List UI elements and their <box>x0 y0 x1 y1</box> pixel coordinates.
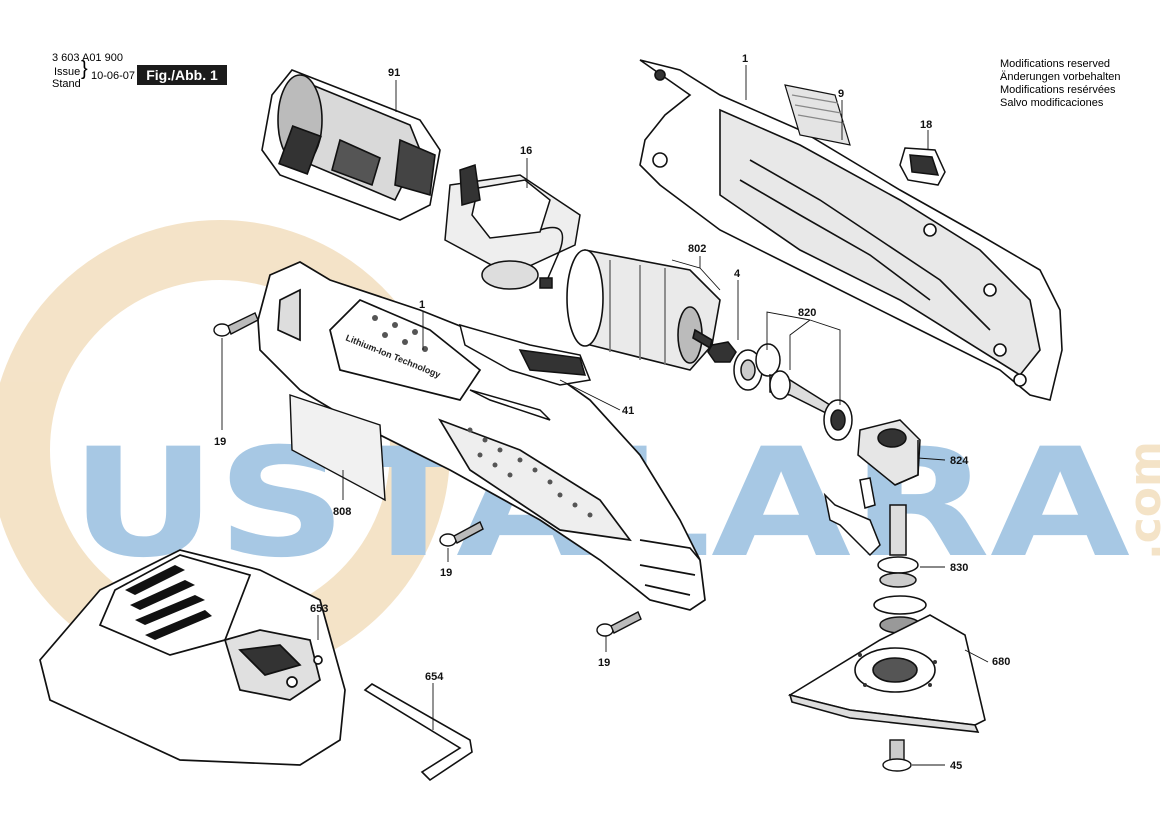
notice-fr: Modifications resérvées <box>1000 84 1116 96</box>
bearing-group-820 <box>733 343 853 441</box>
label-19-c: 19 <box>598 657 610 669</box>
label-1-top: 1 <box>742 53 748 65</box>
motor-802 <box>566 249 721 371</box>
slide-switch-41 <box>458 323 592 421</box>
label-820: 820 <box>798 307 816 319</box>
notice-de: Änderungen vorbehalten <box>1000 71 1121 83</box>
label-653: 653 <box>310 603 328 615</box>
label-654: 654 <box>425 671 444 683</box>
label-9: 9 <box>838 88 844 100</box>
switch-module-16 <box>444 164 581 290</box>
screw-19-a <box>213 312 259 337</box>
pinion-4 <box>707 341 737 363</box>
label-19-a: 19 <box>214 436 226 448</box>
label-19-b: 19 <box>440 567 452 579</box>
label-680: 680 <box>992 656 1010 668</box>
housing-half-top-1 <box>639 59 1063 401</box>
screw-45 <box>882 739 912 772</box>
screw-19-b <box>439 521 484 547</box>
label-808: 808 <box>333 506 351 518</box>
modifications-notice: Modifications reserved Änderungen vorbeh… <box>1000 58 1120 110</box>
screw-19-c <box>596 611 642 637</box>
label-824: 824 <box>950 455 969 467</box>
label-4: 4 <box>734 268 741 280</box>
label-18: 18 <box>920 119 932 131</box>
figure-label: Fig./Abb. 1 <box>137 65 227 85</box>
label-91: 91 <box>388 67 400 79</box>
spindle-830 <box>823 477 927 634</box>
cap-18 <box>899 147 946 186</box>
label-41: 41 <box>622 405 634 417</box>
leader-lines <box>221 65 989 766</box>
charger-653 <box>39 549 346 766</box>
label-16: 16 <box>520 145 532 157</box>
watermark-suffix: .com <box>1120 441 1168 560</box>
issue-label: Issue <box>54 66 81 78</box>
label-1-mid: 1 <box>419 299 425 311</box>
clamp-block-824 <box>857 419 921 486</box>
label-802: 802 <box>688 243 706 255</box>
stand-label: Stand <box>52 78 81 90</box>
doc-number: 3 603 A01 900 <box>52 52 123 64</box>
brace-glyph: } <box>81 58 88 80</box>
hex-key-654 <box>363 683 473 782</box>
notice-en: Modifications reserved <box>1000 58 1111 70</box>
label-45: 45 <box>950 760 962 772</box>
label-sticker-9 <box>784 84 851 146</box>
battery-pack-91 <box>261 69 441 221</box>
issue-date: 10-06-07 <box>91 70 136 82</box>
shield-808 <box>289 394 386 502</box>
housing-half-main-1: Lithium-Ion Technology <box>257 261 706 611</box>
sanding-plate-680 <box>787 614 986 733</box>
label-830: 830 <box>950 562 968 574</box>
notice-es: Salvo modificaciones <box>1000 97 1104 109</box>
